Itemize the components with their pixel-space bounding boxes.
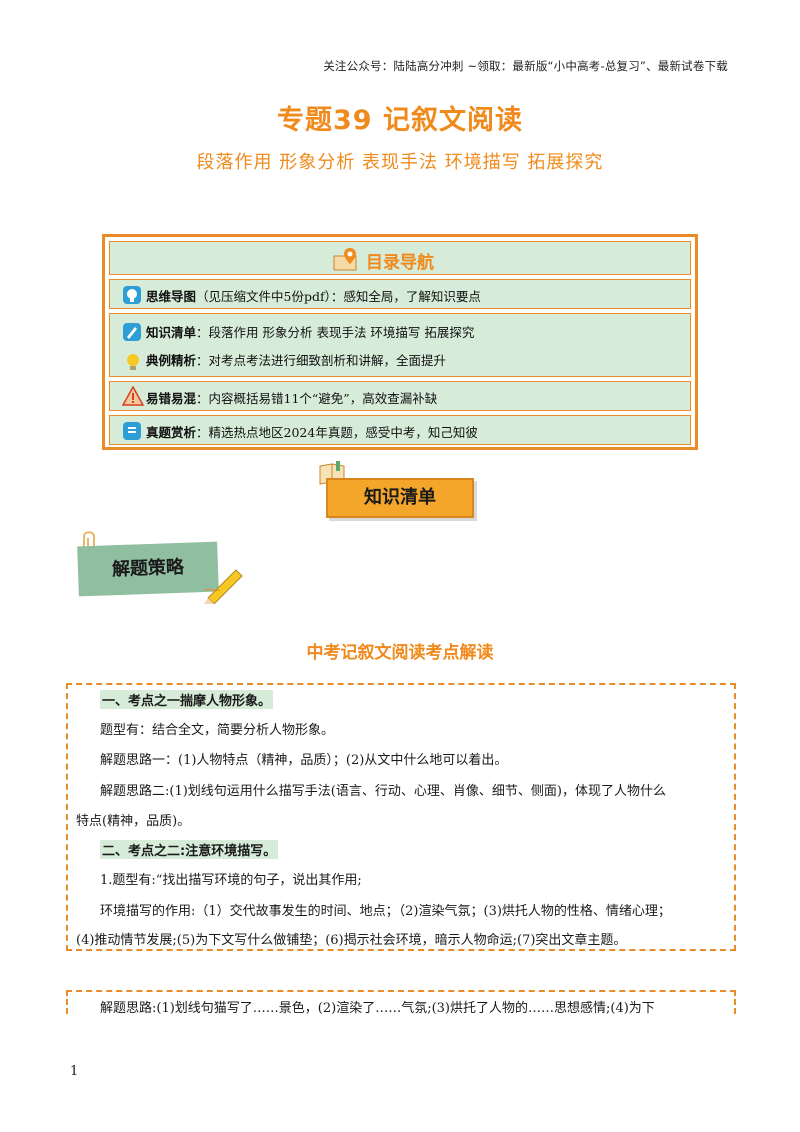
toc-line-5: 真题赏析：精选热点地区2024年真题，感受中考，知己知彼 [146,422,478,441]
exam-icon [123,422,141,440]
toc-label: 思维导图 [146,289,197,304]
toc-line-3: 典例精析：对考点考法进行细致剖析和讲解，全面提升 [146,350,446,369]
toc-row-knowledge: 知识清单：段落作用 形象分析 表现手法 环境描写 拓展探究 典例精析：对考点考法… [109,313,691,377]
toc-text: ：对考点考法进行细致剖析和讲解，全面提升 [196,353,447,368]
toc-line-1: 思维导图（见压缩文件中5份pdf）：感知全局，了解知识要点 [146,286,481,305]
toc-line-4: 易错易混：内容概括易错11个“避免”，高效查漏补缺 [146,388,437,407]
knowledge-badge-wrap: 知识清单 [316,460,486,526]
page-subtitle: 段落作用 形象分析 表现手法 环境描写 拓展探究 [196,152,604,173]
toc-row-exam: 真题赏析：精选热点地区2024年真题，感受中考，知己知彼 [109,415,691,445]
toc-text: （见压缩文件中5份pdf）：感知全局，了解知识要点 [196,289,481,304]
paragraph: (4)推动情节发展;(5)为下文写什么做铺垫；(6)揭示社会环境，暗示人物命运;… [76,933,627,948]
paragraph: 解题思路:(1)划线句猫写了……景色，(2)渲染了……气氛;(3)烘托了人物的…… [100,1001,655,1016]
toc-label: 知识清单 [146,325,197,340]
paragraph: 题型有：结合全文，简要分析人物形象。 [100,723,335,738]
pencil-note-icon [123,323,141,341]
header-note: 关注公众号：陆陆高分冲刺 ~领取：最新版“小中高考-总复习”、最新试卷下载 [323,59,728,73]
lightbulb-icon [127,354,139,370]
map-pin-icon [333,248,357,271]
paragraph: 解题思路一：(1)人物特点（精神，品质）；(2)从文中什么地可以着出。 [100,753,508,768]
paragraph: 1.题型有:“找出描写环境的句子，说出其作用; [100,873,362,888]
toc-title: 目录导航 [366,253,434,273]
pencil-icon [203,569,243,604]
knowledge-badge: 知识清单 [326,478,474,518]
key-point-1: 一、考点之一揣摩人物形象。 [100,690,274,709]
toc-label: 真题赏析 [146,425,197,440]
paragraph: 特点(精神，品质)。 [76,814,191,829]
toc-label: 典例精析 [146,353,197,368]
content-box [66,990,736,1014]
toc-header: 目录导航 [109,241,691,275]
toc-label: 易错易混 [146,391,197,406]
toc-text: ：精选热点地区2024年真题，感受中考，知己知彼 [196,425,478,440]
toc-box: 目录导航 思维导图（见压缩文件中5份pdf）：感知全局，了解知识要点 知识清单：… [102,234,698,450]
toc-text: ：内容概括易错11个“避免”，高效查漏补缺 [196,391,438,406]
toc-row-mistakes: 易错易混：内容概括易错11个“避免”，高效查漏补缺 [109,381,691,411]
toc-line-2: 知识清单：段落作用 形象分析 表现手法 环境描写 拓展探究 [146,322,474,341]
key-point-2: 二、考点之二:注意环境描写。 [100,840,279,859]
page-title: 专题39 记叙文阅读 [277,105,523,136]
paragraph: 环境描写的作用:（1）交代故事发生的时间、地点；（2)渲染气氛；(3)烘托人物的… [100,904,671,919]
toc-text: ：段落作用 形象分析 表现手法 环境描写 拓展探究 [196,325,475,340]
content-box [66,683,736,951]
section-heading: 中考记叙文阅读考点解读 [306,643,494,663]
toc-row-mindmap: 思维导图（见压缩文件中5份pdf）：感知全局，了解知识要点 [109,279,691,309]
page-number: 1 [70,1064,79,1079]
strategy-tag: 解题策略 [77,541,219,597]
brain-icon [123,286,141,304]
warning-icon [122,386,144,406]
paragraph: 解题思路二:(1)划线句运用什么描写手法(语言、行动、心理、肖像、细节、侧面)，… [100,784,666,799]
